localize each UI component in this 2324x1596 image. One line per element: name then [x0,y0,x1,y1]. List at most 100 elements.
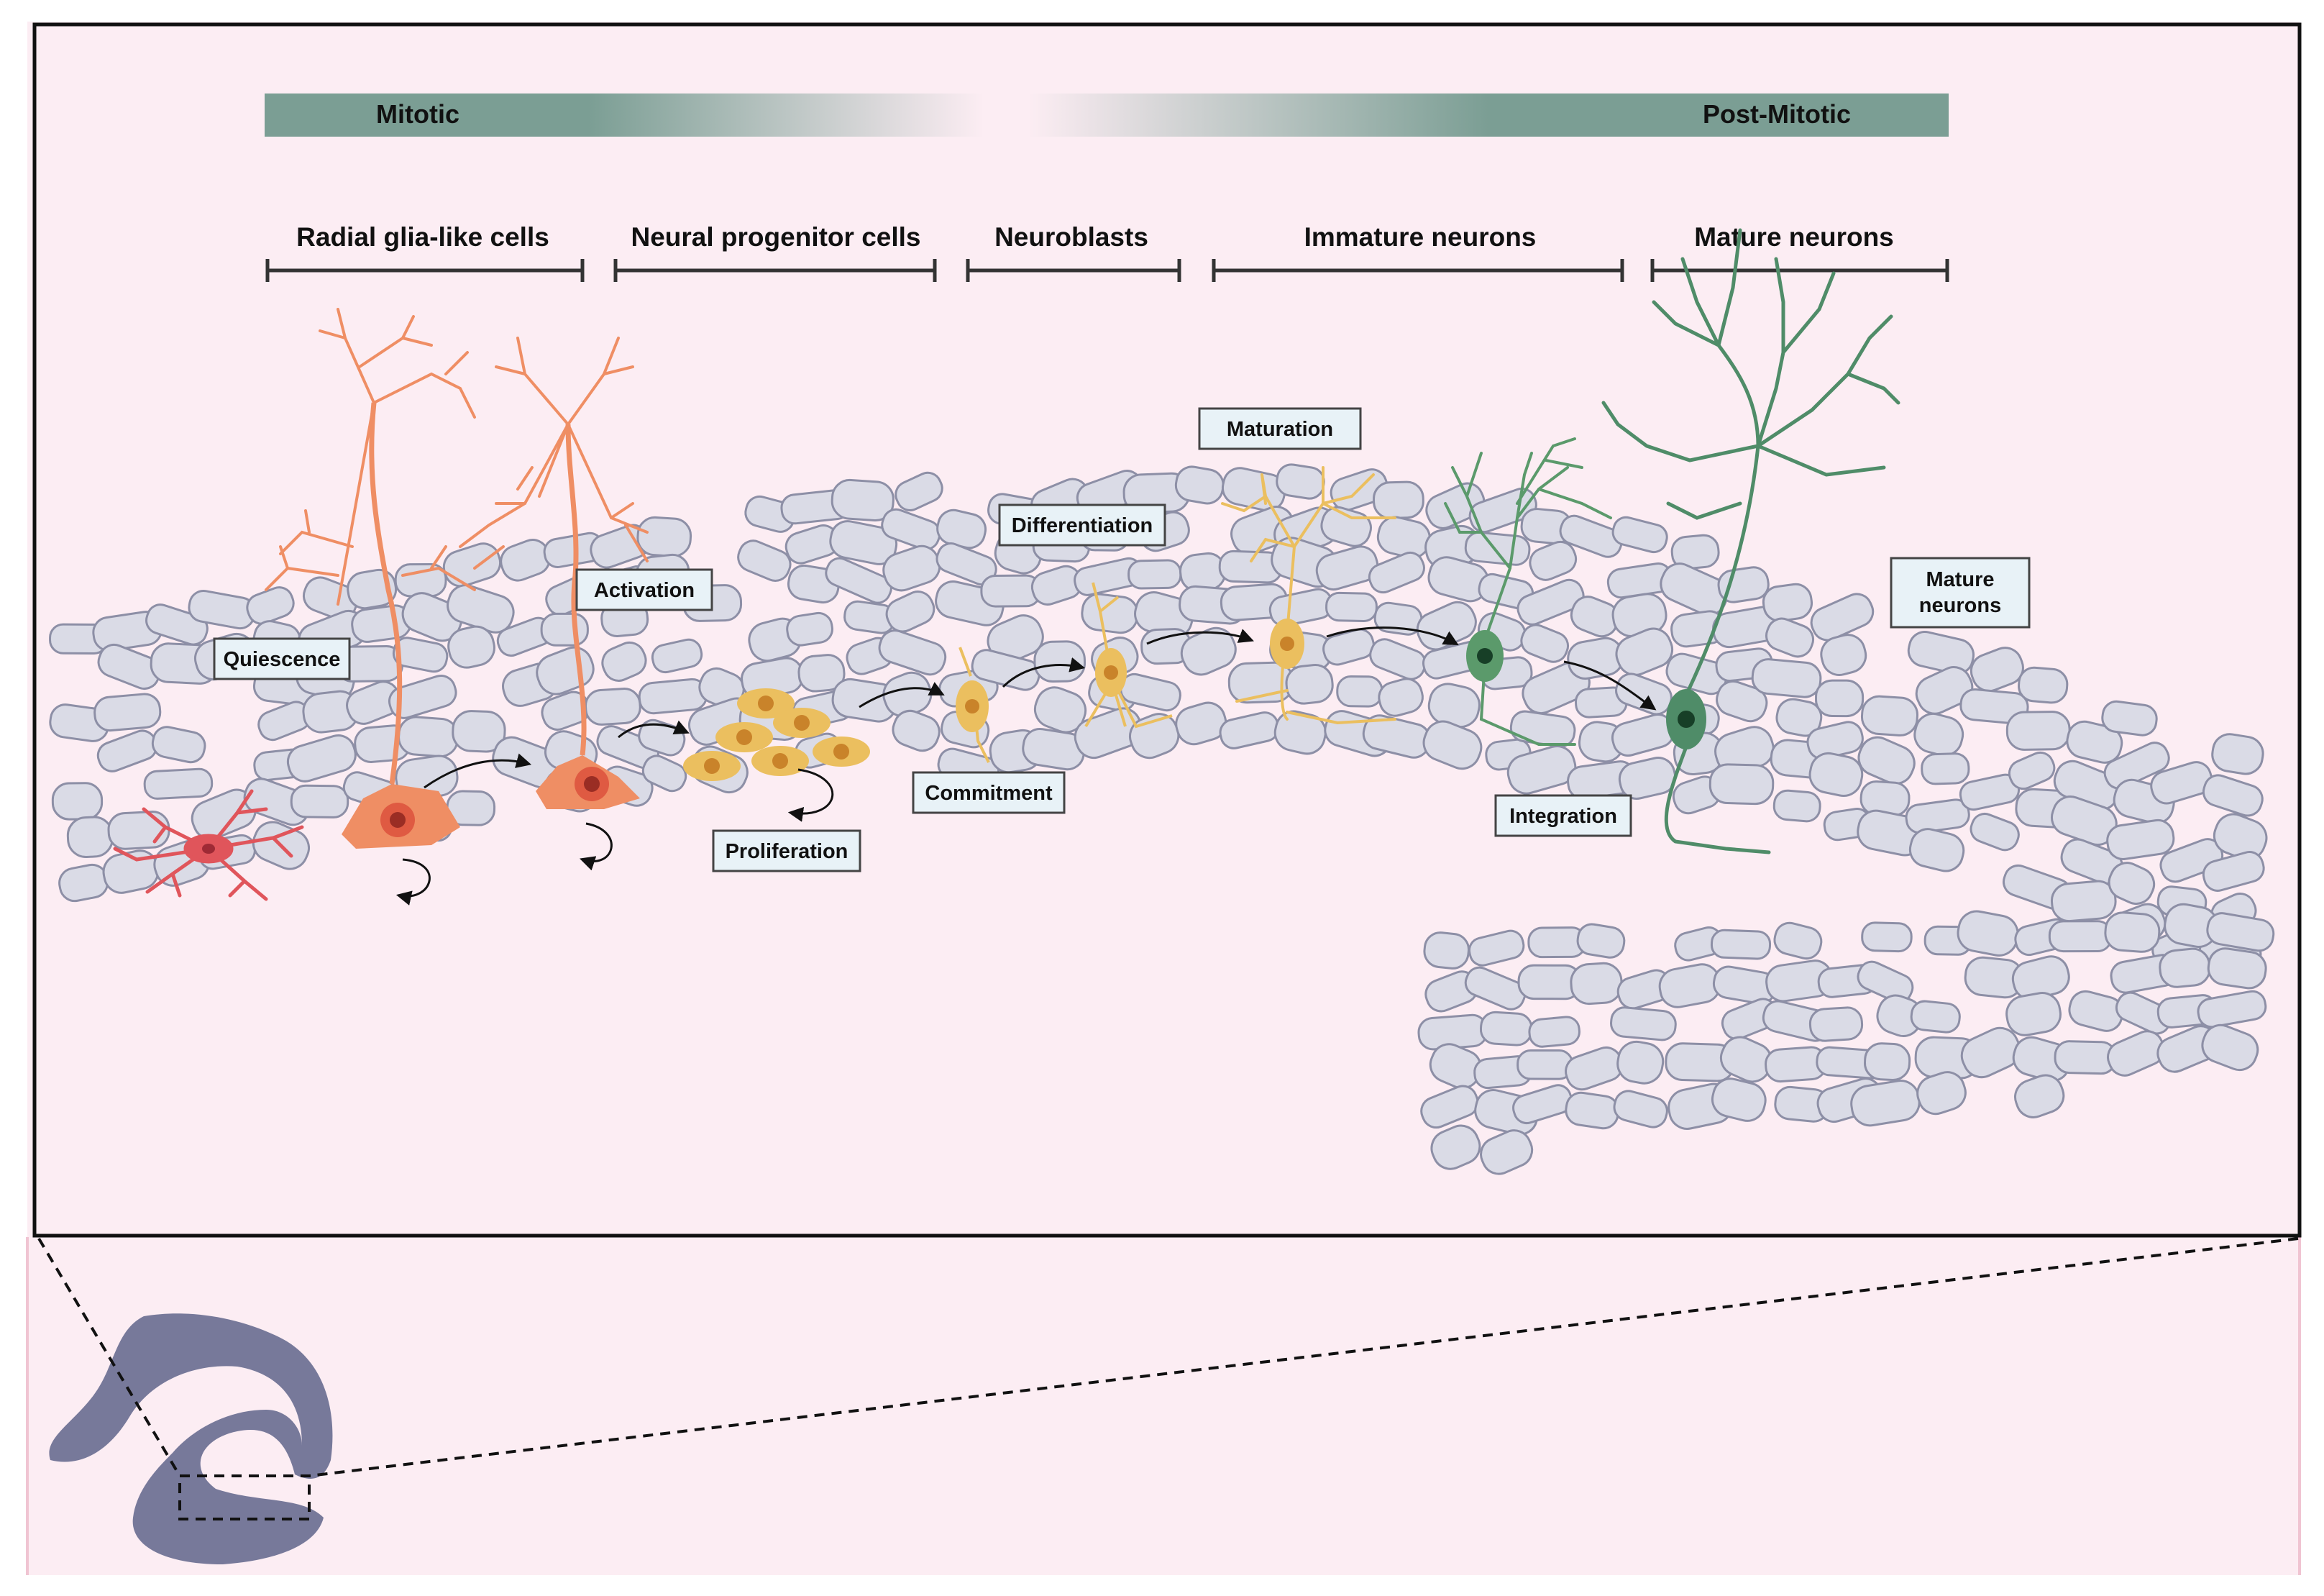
tissue-cell [2197,990,2267,1029]
radial-glia-cell-2 [459,337,649,871]
quiescence-box: Quiescence [213,637,351,680]
tissue-cell [1907,630,1975,675]
tissue-cell [1808,752,1864,797]
tissue-cell [1772,789,1821,823]
tissue-cell [1616,1040,1665,1085]
tissue-cell [895,471,943,511]
tissue-cell [1570,962,1623,1006]
tissue-cell [1516,578,1585,626]
tissue-cell [1273,710,1327,755]
tissue-cell [1910,1000,1961,1034]
activation-label: Activation [594,579,695,602]
integration-label: Integration [1509,805,1617,828]
tissue-cell [1716,680,1768,723]
tissue-cell [1464,531,1531,566]
tissue-cell [1959,688,2029,725]
stage-label-progenitor: Neural progenitor cells [631,222,921,252]
tissue-cell [1464,966,1527,1011]
tissue-cell [1512,1084,1573,1125]
tissue-cell [2054,1040,2117,1075]
commitment-box: Commitment [912,771,1066,814]
tissue-cell [1611,516,1668,554]
proliferation-box: Proliferation [712,829,861,872]
mature-neuron [1601,228,1900,854]
neuroblast-1 [956,647,990,763]
tissue-cell [1285,664,1334,705]
tissue-cell [93,693,162,732]
tissue-cell [1970,812,2020,852]
tissue-cell [1081,593,1139,634]
mitotic-gradient-bar: Mitotic Post-Mitotic [265,94,1949,137]
tissue-cell [1708,763,1775,806]
tissue-cell [786,611,833,647]
tissue-cell [825,557,892,604]
stage-label-neuroblasts: Neuroblasts [994,222,1148,252]
tissue-cell [1810,593,1875,642]
tissue-cell [971,649,1040,691]
tissue-cell [1368,551,1425,594]
tissue-cell [1915,666,1974,715]
tissue-cell [2150,761,2213,805]
bracket-mature [1650,259,1949,282]
tissue-cell [2159,947,2211,988]
tissue-cell [1516,1049,1574,1080]
tissue-cell [831,478,895,522]
bracket-progenitor [613,259,937,282]
neuroblast-2 [1084,582,1173,729]
tissue-cell [651,638,703,674]
tissue-cell [66,816,114,859]
tissue-cell [1618,757,1677,800]
tissue-cell [1808,1006,1864,1042]
tissue-cell [1861,921,1913,953]
maturation-box: Maturation [1198,407,1362,450]
tissue-cell [1520,624,1570,663]
tissue-cell [1859,780,1911,817]
tissue-cell [1857,736,1916,785]
tissue-cell [1613,1090,1668,1128]
hippocampus-inset [37,1237,2299,1564]
tissue-cell [1372,480,1424,519]
tissue-cell [638,678,708,715]
tissue-cell [1916,1071,1967,1116]
tissue-cell [829,520,898,565]
integration-box: Integration [1494,794,1632,837]
differentiation-box: Differentiation [998,503,1166,547]
tissue-cell [2018,666,2069,704]
tissue-cell [2014,1074,2065,1118]
tissue-cell [1775,698,1823,737]
tissue-cell [2106,818,2175,860]
stage-label-mature: Mature neurons [1694,222,1894,252]
radial-glia-cell-1 [265,308,476,906]
stage-label-radial-glia: Radial glia-like cells [296,222,549,252]
tissue-cell [1378,678,1424,717]
tissue-cell [1921,752,1970,785]
tissue-cell [1905,798,1970,834]
tissue-cell [51,782,104,821]
tissue-cell [2048,920,2113,953]
tissue-cell [2008,751,2056,790]
post-mitotic-label: Post-Mitotic [1703,99,1851,129]
tissue-cell [107,811,170,850]
tissue-cell [1815,679,1865,718]
process-labels: Quiescence Activation Proliferation Comm… [213,407,2031,872]
tissue-cell [2211,733,2264,775]
tissue-cell [302,576,358,621]
proliferation-label: Proliferation [726,840,848,863]
tissue-cell [1857,960,1914,1004]
lineage-arrows [424,626,1657,789]
tissue-cell [1033,640,1086,683]
tissue-cell [392,637,449,673]
tissue-cell [286,734,357,783]
tissue-cell [2005,992,2062,1036]
bracket-radial-glia [265,259,585,282]
astrocyte [113,789,304,901]
tissue-cell [1576,923,1626,959]
tissue-cell [452,710,506,753]
tissue-cell [2108,862,2156,906]
commitment-label: Commitment [925,782,1053,805]
tissue-cell [1127,559,1182,590]
stage-headers: Radial glia-like cells Neural progenitor… [265,222,1949,282]
bracket-immature [1212,259,1624,282]
tissue-cell [2207,947,2267,990]
activation-box: Activation [575,568,713,611]
